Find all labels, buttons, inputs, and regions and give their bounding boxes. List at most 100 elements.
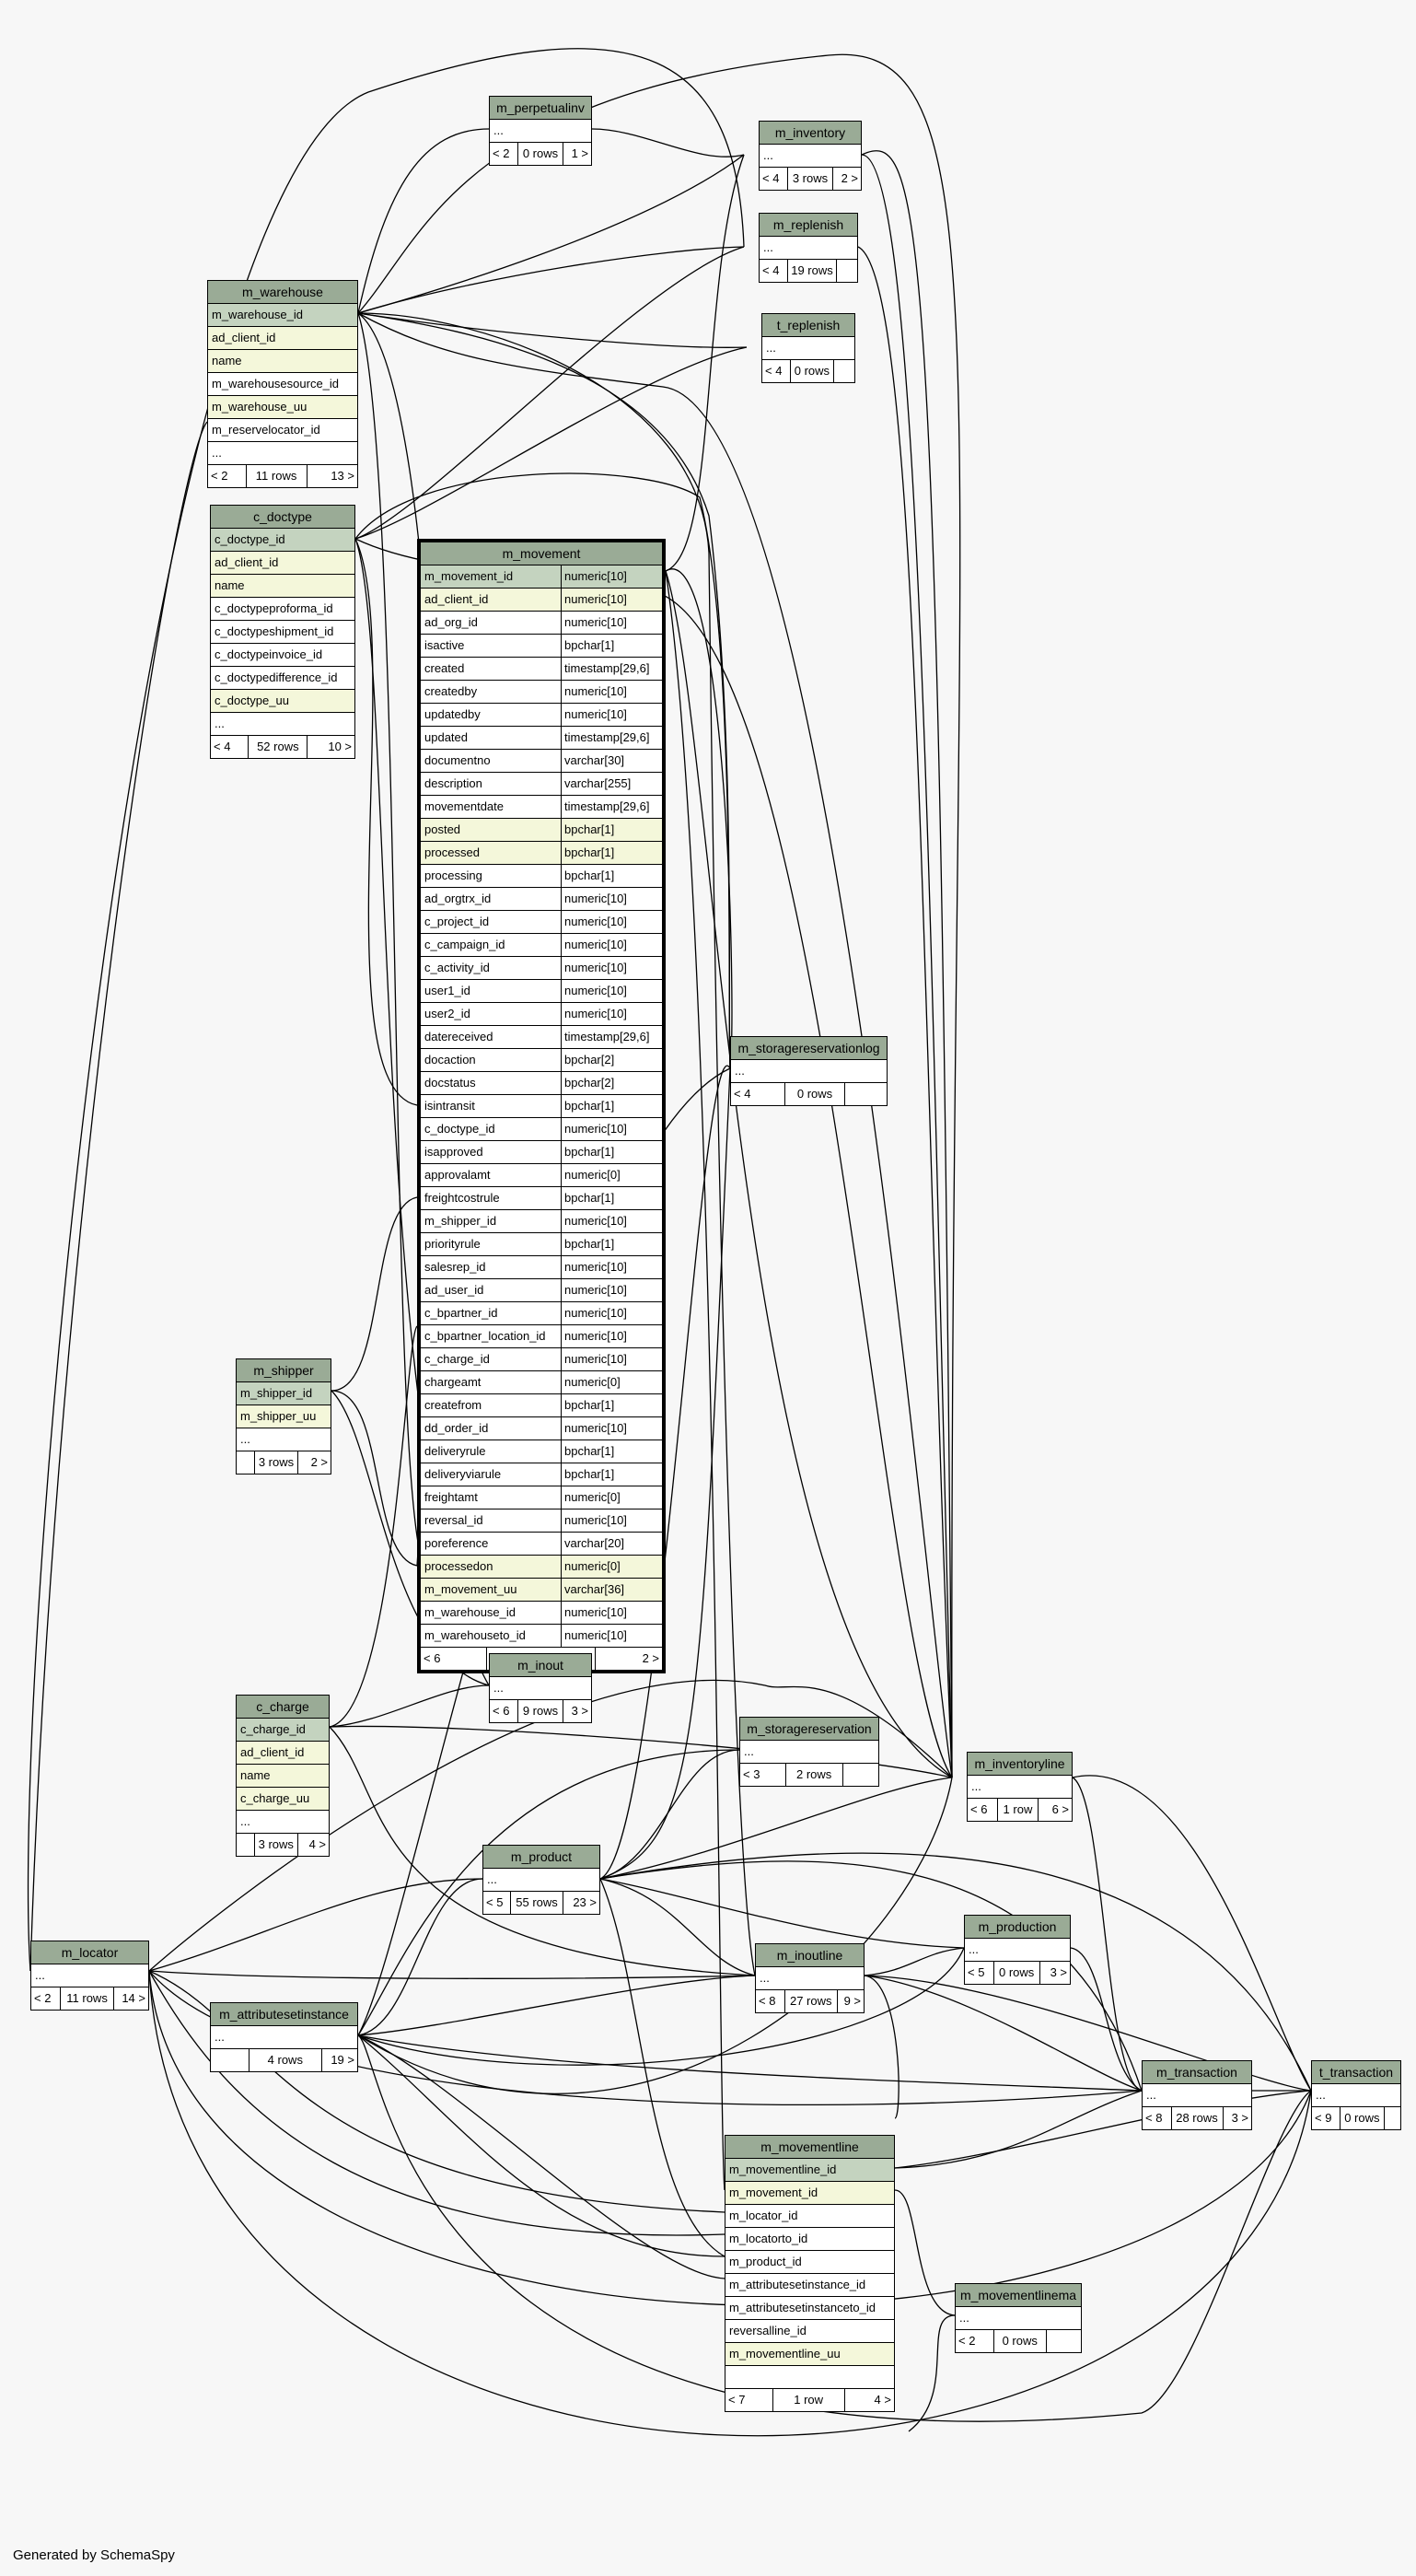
child-count[interactable]: 13 >	[306, 465, 357, 487]
parent-count[interactable]	[211, 2049, 249, 2071]
parent-count[interactable]: < 6	[424, 1651, 441, 1665]
column-row[interactable]: c_charge_uu	[237, 1788, 329, 1811]
column-row[interactable]: m_movementline_id	[725, 2159, 894, 2182]
table-header[interactable]: m_movementlinema	[956, 2284, 1081, 2307]
column-row[interactable]: m_product_id	[725, 2251, 894, 2274]
column-row[interactable]: m_movement_id	[725, 2182, 894, 2205]
child-count[interactable]: 23 >	[562, 1892, 599, 1914]
child-count[interactable]	[833, 360, 854, 382]
column-row[interactable]: ...	[1312, 2084, 1400, 2107]
child-count[interactable]	[1383, 2107, 1400, 2129]
parent-count[interactable]: < 4	[762, 171, 780, 185]
child-count[interactable]: 2 >	[297, 1451, 331, 1474]
child-count[interactable]: 3 >	[1222, 2107, 1252, 2129]
column-row[interactable]: ...	[740, 1741, 878, 1764]
child-count[interactable]: 6 >	[1037, 1799, 1072, 1821]
parent-count[interactable]: < 8	[759, 1994, 776, 2008]
column-row[interactable]: c_doctypedifference_id	[211, 667, 354, 690]
column-row[interactable]: ...	[968, 1776, 1072, 1799]
child-count[interactable]	[1045, 2330, 1081, 2352]
parent-count[interactable]: < 9	[1315, 2111, 1332, 2125]
column-row[interactable]: ...	[211, 2026, 357, 2049]
child-count[interactable]	[836, 260, 857, 282]
column-row[interactable]: m_warehousesource_id	[208, 373, 357, 396]
child-count[interactable]: 19 >	[320, 2049, 357, 2071]
column-row[interactable]: c_doctypeshipment_id	[211, 621, 354, 644]
column-row[interactable]: name	[211, 575, 354, 598]
column-row[interactable]	[725, 2366, 894, 2389]
column-row[interactable]: m_movementline_uu	[725, 2343, 894, 2366]
child-count[interactable]: 2 >	[831, 168, 861, 190]
column-row[interactable]: c_charge_id	[237, 1719, 329, 1742]
child-count[interactable]: 4 >	[843, 2389, 894, 2411]
parent-count[interactable]: < 6	[970, 1802, 988, 1816]
child-count[interactable]: 3 >	[562, 1700, 591, 1722]
column-row[interactable]: ...	[237, 1428, 331, 1451]
parent-count[interactable]	[237, 1834, 254, 1856]
table-header[interactable]: m_inventory	[760, 122, 861, 145]
column-row[interactable]: ...	[483, 1869, 599, 1892]
child-count[interactable]: 2 >	[594, 1648, 663, 1670]
column-row[interactable]: ...	[208, 442, 357, 465]
column-row[interactable]: ...	[965, 1939, 1070, 1962]
table-header[interactable]: m_inout	[490, 1654, 591, 1677]
column-row[interactable]: ...	[211, 713, 354, 736]
table-header[interactable]: m_shipper	[237, 1359, 331, 1382]
table-header[interactable]: t_transaction	[1312, 2061, 1400, 2084]
column-row[interactable]: m_attributesetinstanceto_id	[725, 2297, 894, 2320]
column-row[interactable]: ...	[760, 237, 857, 260]
table-header[interactable]: c_doctype	[211, 506, 354, 529]
table-header[interactable]: m_storagereservationlog	[731, 1037, 887, 1060]
table-header[interactable]: m_production	[965, 1916, 1070, 1939]
column-row[interactable]: m_attributesetinstance_id	[725, 2274, 894, 2297]
table-header[interactable]: m_replenish	[760, 214, 857, 237]
table-header[interactable]: m_perpetualinv	[490, 97, 591, 120]
table-header[interactable]: m_storagereservation	[740, 1718, 878, 1741]
column-row[interactable]: ad_client_id	[208, 327, 357, 350]
column-row[interactable]: ...	[956, 2307, 1081, 2330]
parent-count[interactable]: < 4	[765, 364, 783, 378]
parent-count[interactable]: < 2	[958, 2334, 976, 2348]
table-header[interactable]: m_locator	[31, 1941, 148, 1964]
column-row[interactable]: m_reservelocator_id	[208, 419, 357, 442]
column-row[interactable]: name	[208, 350, 357, 373]
column-row[interactable]: ...	[490, 120, 591, 143]
column-row[interactable]: c_doctype_uu	[211, 690, 354, 713]
child-count[interactable]: 10 >	[307, 736, 354, 758]
column-row[interactable]: c_doctypeproforma_id	[211, 598, 354, 621]
child-count[interactable]	[841, 1764, 879, 1786]
parent-count[interactable]	[237, 1451, 254, 1474]
child-count[interactable]: 9 >	[836, 1990, 864, 2012]
table-header[interactable]: m_attributesetinstance	[211, 2003, 357, 2026]
column-row[interactable]: m_locator_id	[725, 2205, 894, 2228]
